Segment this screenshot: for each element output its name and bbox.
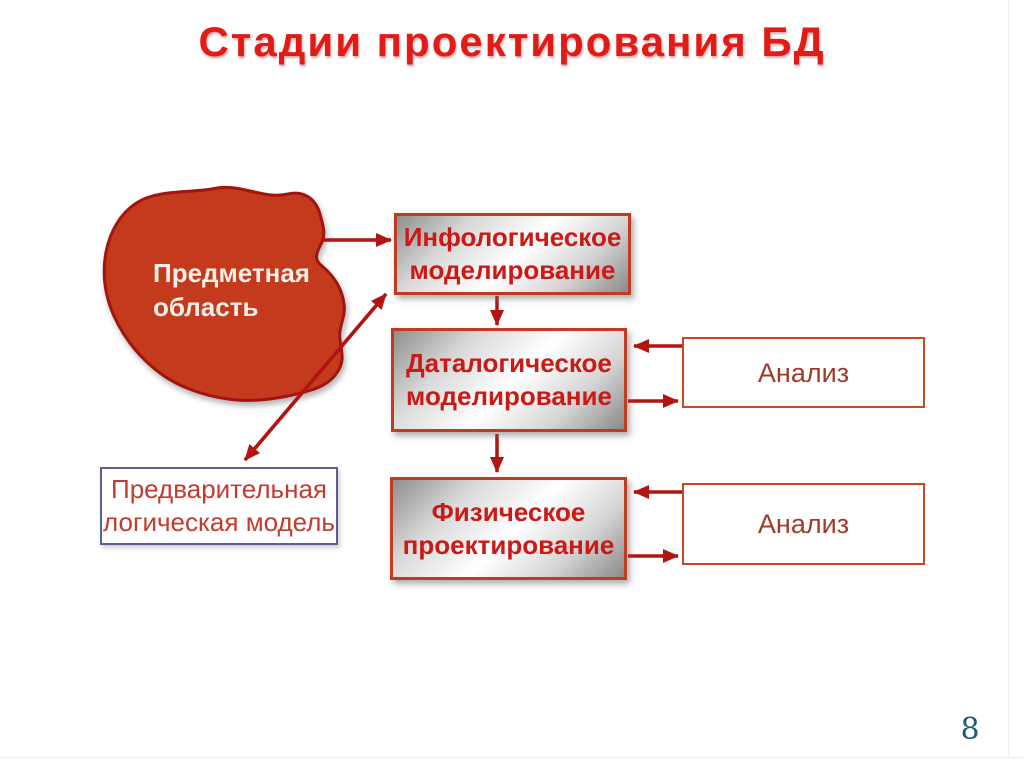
stage-label-line1: Даталогическое <box>406 348 612 378</box>
stage-label-line1: Инфологическое <box>403 222 622 252</box>
slide-right-edge <box>1008 0 1009 758</box>
analysis-box-upper: Анализ <box>682 337 925 408</box>
stage-box-infological-modeling: Инфологическое моделирование <box>394 213 631 295</box>
subject-area-label-line2: область <box>153 292 259 322</box>
subject-area-label: Предметная область <box>153 256 333 324</box>
stage-box-datalogical-modeling: Даталогическое моделирование <box>391 328 627 432</box>
subject-area-label-line1: Предметная <box>153 258 310 288</box>
slide-title: Стадии проектирования БД <box>198 18 826 65</box>
stage-label-line2: проектирование <box>402 529 615 560</box>
stage-box-physical-design: Физическое проектирование <box>390 477 627 580</box>
slide-bottom-edge <box>0 757 1024 758</box>
preliminary-logical-model-box: Предварительная логическая модель <box>100 467 338 545</box>
subject-area-blob <box>102 185 346 402</box>
stage-label-line1: Физическое <box>431 496 586 527</box>
preliminary-label-line1: Предварительная <box>111 474 327 504</box>
analysis-box-lower: Анализ <box>682 483 925 565</box>
preliminary-label-line2: логическая модель <box>103 507 335 537</box>
analysis-label: Анализ <box>757 357 850 388</box>
stage-label-line2: моделирование <box>406 381 612 411</box>
arrow-infological-to-preliminary <box>243 292 388 462</box>
page-number: 8 <box>960 712 980 747</box>
stage-label-line2: моделирование <box>409 255 616 285</box>
analysis-label: Анализ <box>757 509 850 539</box>
